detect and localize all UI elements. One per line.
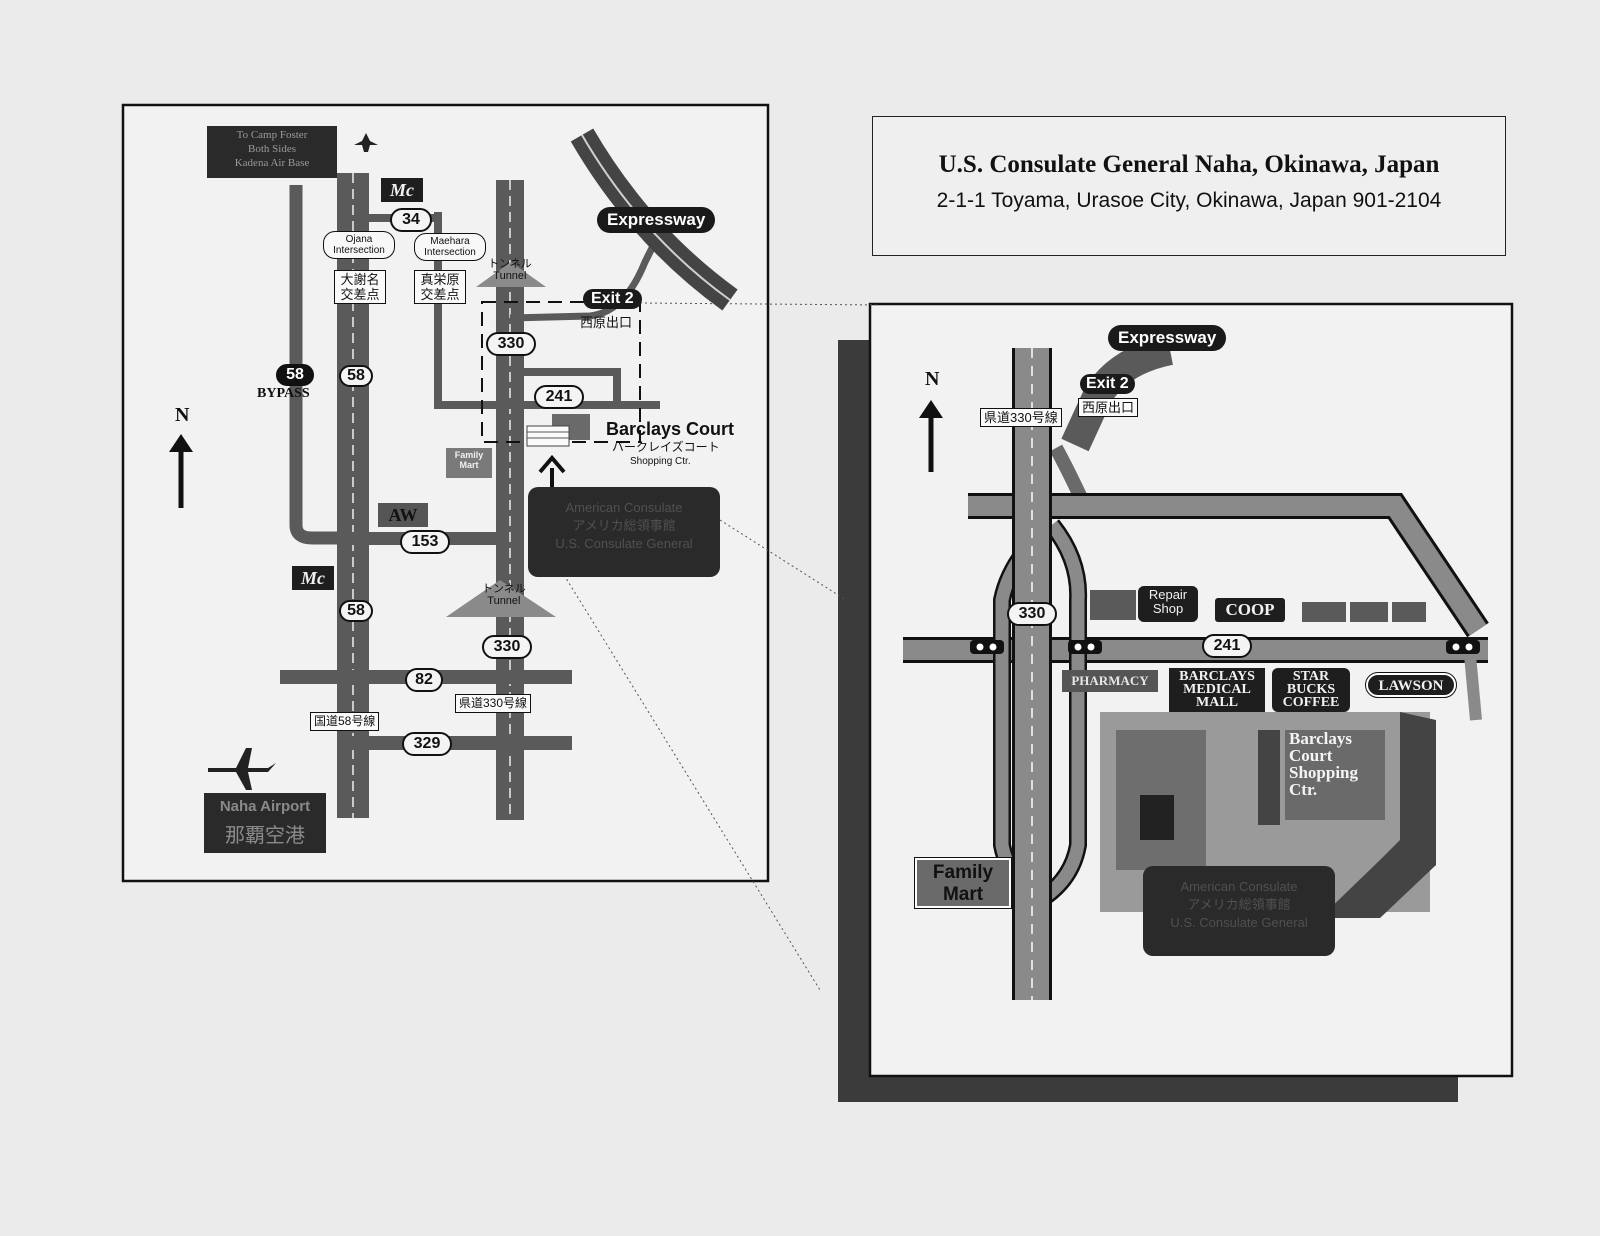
airplane-icon bbox=[208, 133, 378, 790]
aw-logo: AW bbox=[378, 503, 428, 527]
camp-foster-sign: To Camp Foster Both Sides Kadena Air Bas… bbox=[207, 126, 337, 178]
expressway-sign: Expressway bbox=[597, 207, 716, 233]
shopping-center-label: Barclays Court Shopping Ctr. bbox=[1289, 729, 1358, 799]
tunnel-label-bottom: トンネル Tunnel bbox=[482, 583, 526, 607]
north-label: N bbox=[175, 404, 190, 426]
maehara-intersection-jp: 真栄原 交差点 bbox=[414, 270, 466, 304]
address: 2-1-1 Toyama, Urasoe City, Okinawa, Japa… bbox=[936, 189, 1442, 212]
detail-north-label: N bbox=[925, 368, 940, 390]
route-153-shield: 153 bbox=[400, 530, 450, 554]
maehara-intersection-label: Maehara Intersection bbox=[414, 233, 486, 261]
kendo330-label: 県道330号線 bbox=[455, 694, 532, 713]
detail-north-arrow bbox=[919, 400, 943, 472]
header-box: U.S. Consulate General Naha, Okinawa, Ja… bbox=[872, 116, 1506, 256]
coop-sign: COOP bbox=[1215, 598, 1285, 622]
mcdonalds-logo: Mc bbox=[381, 178, 423, 202]
starbucks-sign: STAR BUCKS COFFEE bbox=[1272, 668, 1350, 712]
detail-route-241-shield: 241 bbox=[1202, 634, 1252, 658]
detail-kendo330-label: 県道330号線 bbox=[980, 408, 1062, 427]
barclays-court-label: Barclays Court bbox=[606, 419, 735, 439]
repair-shop-sign: Repair Shop bbox=[1138, 586, 1198, 622]
ojana-intersection-label: Ojana Intersection bbox=[323, 231, 395, 259]
detail-exit2-jp: 西原出口 bbox=[1078, 398, 1139, 417]
bypass-label: BYPASS bbox=[257, 386, 310, 401]
route-241-shield: 241 bbox=[534, 385, 584, 409]
route-58-shield-2: 58 bbox=[339, 600, 373, 622]
mcdonalds-logo-2: Mc bbox=[292, 566, 334, 590]
barclays-medical-mall-sign: BARCLAYS MEDICAL MALL bbox=[1169, 668, 1265, 712]
kokudo58-label: 国道58号線 bbox=[310, 712, 380, 731]
route-58-bypass-shield: 58 bbox=[276, 364, 314, 386]
ojana-intersection-jp: 大謝名 交差点 bbox=[334, 270, 386, 304]
route-58-shield: 58 bbox=[339, 365, 373, 387]
naha-airport-jp: 那覇空港 bbox=[225, 825, 305, 847]
route-329-shield: 329 bbox=[402, 732, 452, 756]
barclays-court-jp: バークレイズコート bbox=[612, 440, 720, 454]
family-mart-sign: Family Mart bbox=[914, 857, 1012, 909]
lawson-sign: LAWSON bbox=[1365, 672, 1457, 698]
exit2-sign: Exit 2 bbox=[583, 289, 642, 309]
consulate-sign-detail: American Consulate アメリカ総領事館 U.S. Consula… bbox=[1143, 866, 1335, 956]
route-34-shield: 34 bbox=[390, 208, 432, 232]
naha-airport-sign: Naha Airport 那覇空港 bbox=[204, 793, 326, 853]
exit2-jp-label: 西原出口 bbox=[580, 315, 633, 330]
shopping-ctr-label: Shopping Ctr. bbox=[630, 456, 691, 467]
page-title: U.S. Consulate General Naha, Okinawa, Ja… bbox=[938, 151, 1440, 178]
consulate-sign-overview: American Consulate アメリカ総領事館 U.S. Consula… bbox=[528, 487, 720, 577]
detail-exit2-sign: Exit 2 bbox=[1080, 374, 1135, 394]
naha-airport-label: Naha Airport bbox=[219, 798, 311, 815]
route-82-shield: 82 bbox=[405, 668, 443, 692]
family-mart-small-sign: Family Mart bbox=[446, 448, 492, 478]
detail-expressway-sign: Expressway bbox=[1108, 325, 1227, 351]
tunnel-label-top: トンネル Tunnel bbox=[488, 258, 532, 282]
detail-route-330-shield: 330 bbox=[1007, 602, 1057, 626]
overview-north-arrow bbox=[169, 434, 193, 508]
route-330-shield: 330 bbox=[486, 332, 536, 356]
pharmacy-sign: PHARMACY bbox=[1062, 670, 1158, 692]
route-330-shield-2: 330 bbox=[482, 635, 532, 659]
